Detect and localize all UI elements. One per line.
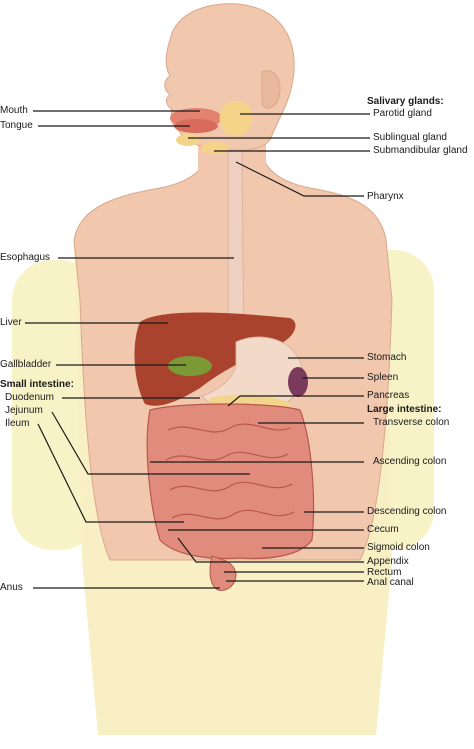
label-submandibular-gland: Submandibular gland: [373, 145, 468, 156]
label-parotid-gland: Parotid gland: [373, 108, 432, 119]
label-esophagus: Esophagus: [0, 252, 51, 263]
parotid-gland: [219, 100, 253, 137]
gallbladder: [168, 356, 212, 376]
label-gallbladder: Gallbladder: [0, 359, 52, 370]
sublingual-gland: [176, 134, 200, 146]
leader-pharynx: [235, 161, 364, 197]
label-duodenum: Duodenum: [5, 392, 54, 403]
label-liver: Liver: [0, 317, 22, 328]
label-ileum: Ileum: [5, 418, 30, 429]
label-stomach: Stomach: [367, 352, 407, 363]
label-pancreas: Pancreas: [367, 390, 410, 401]
label-sigmoid-colon: Sigmoid colon: [367, 542, 430, 553]
label-small-intestine: Small intestine:: [0, 379, 74, 390]
ear: [261, 70, 281, 109]
leader-ileum: [37, 423, 184, 523]
label-anal-canal: Anal canal: [367, 577, 414, 588]
leader-appendix: [177, 537, 364, 563]
label-descending-colon: Descending colon: [367, 506, 447, 517]
label-transverse-colon: Transverse colon: [373, 417, 450, 428]
spleen: [288, 367, 308, 397]
label-spleen: Spleen: [367, 372, 399, 383]
label-rectum: Rectum: [367, 567, 402, 578]
intestine-coils: [165, 423, 295, 520]
label-salivary-glands: Salivary glands:: [367, 96, 444, 107]
intestines: [146, 403, 315, 560]
label-large-intestine: Large intestine:: [367, 404, 442, 415]
leader-pancreas: [227, 395, 241, 407]
leader-jejunum: [51, 411, 250, 475]
label-tongue: Tongue: [0, 120, 33, 131]
label-anus: Anus: [0, 582, 23, 593]
label-sublingual-gland: Sublingual gland: [373, 132, 447, 143]
label-cecum: Cecum: [367, 524, 399, 535]
liver: [134, 312, 296, 406]
label-appendix: Appendix: [367, 556, 409, 567]
label-mouth: Mouth: [0, 105, 28, 116]
leader-lines: [25, 110, 370, 589]
label-jejunum: Jejunum: [5, 405, 43, 416]
label-ascending-colon: Ascending colon: [373, 456, 447, 467]
tongue: [174, 119, 218, 133]
label-pharynx: Pharynx: [367, 191, 404, 202]
